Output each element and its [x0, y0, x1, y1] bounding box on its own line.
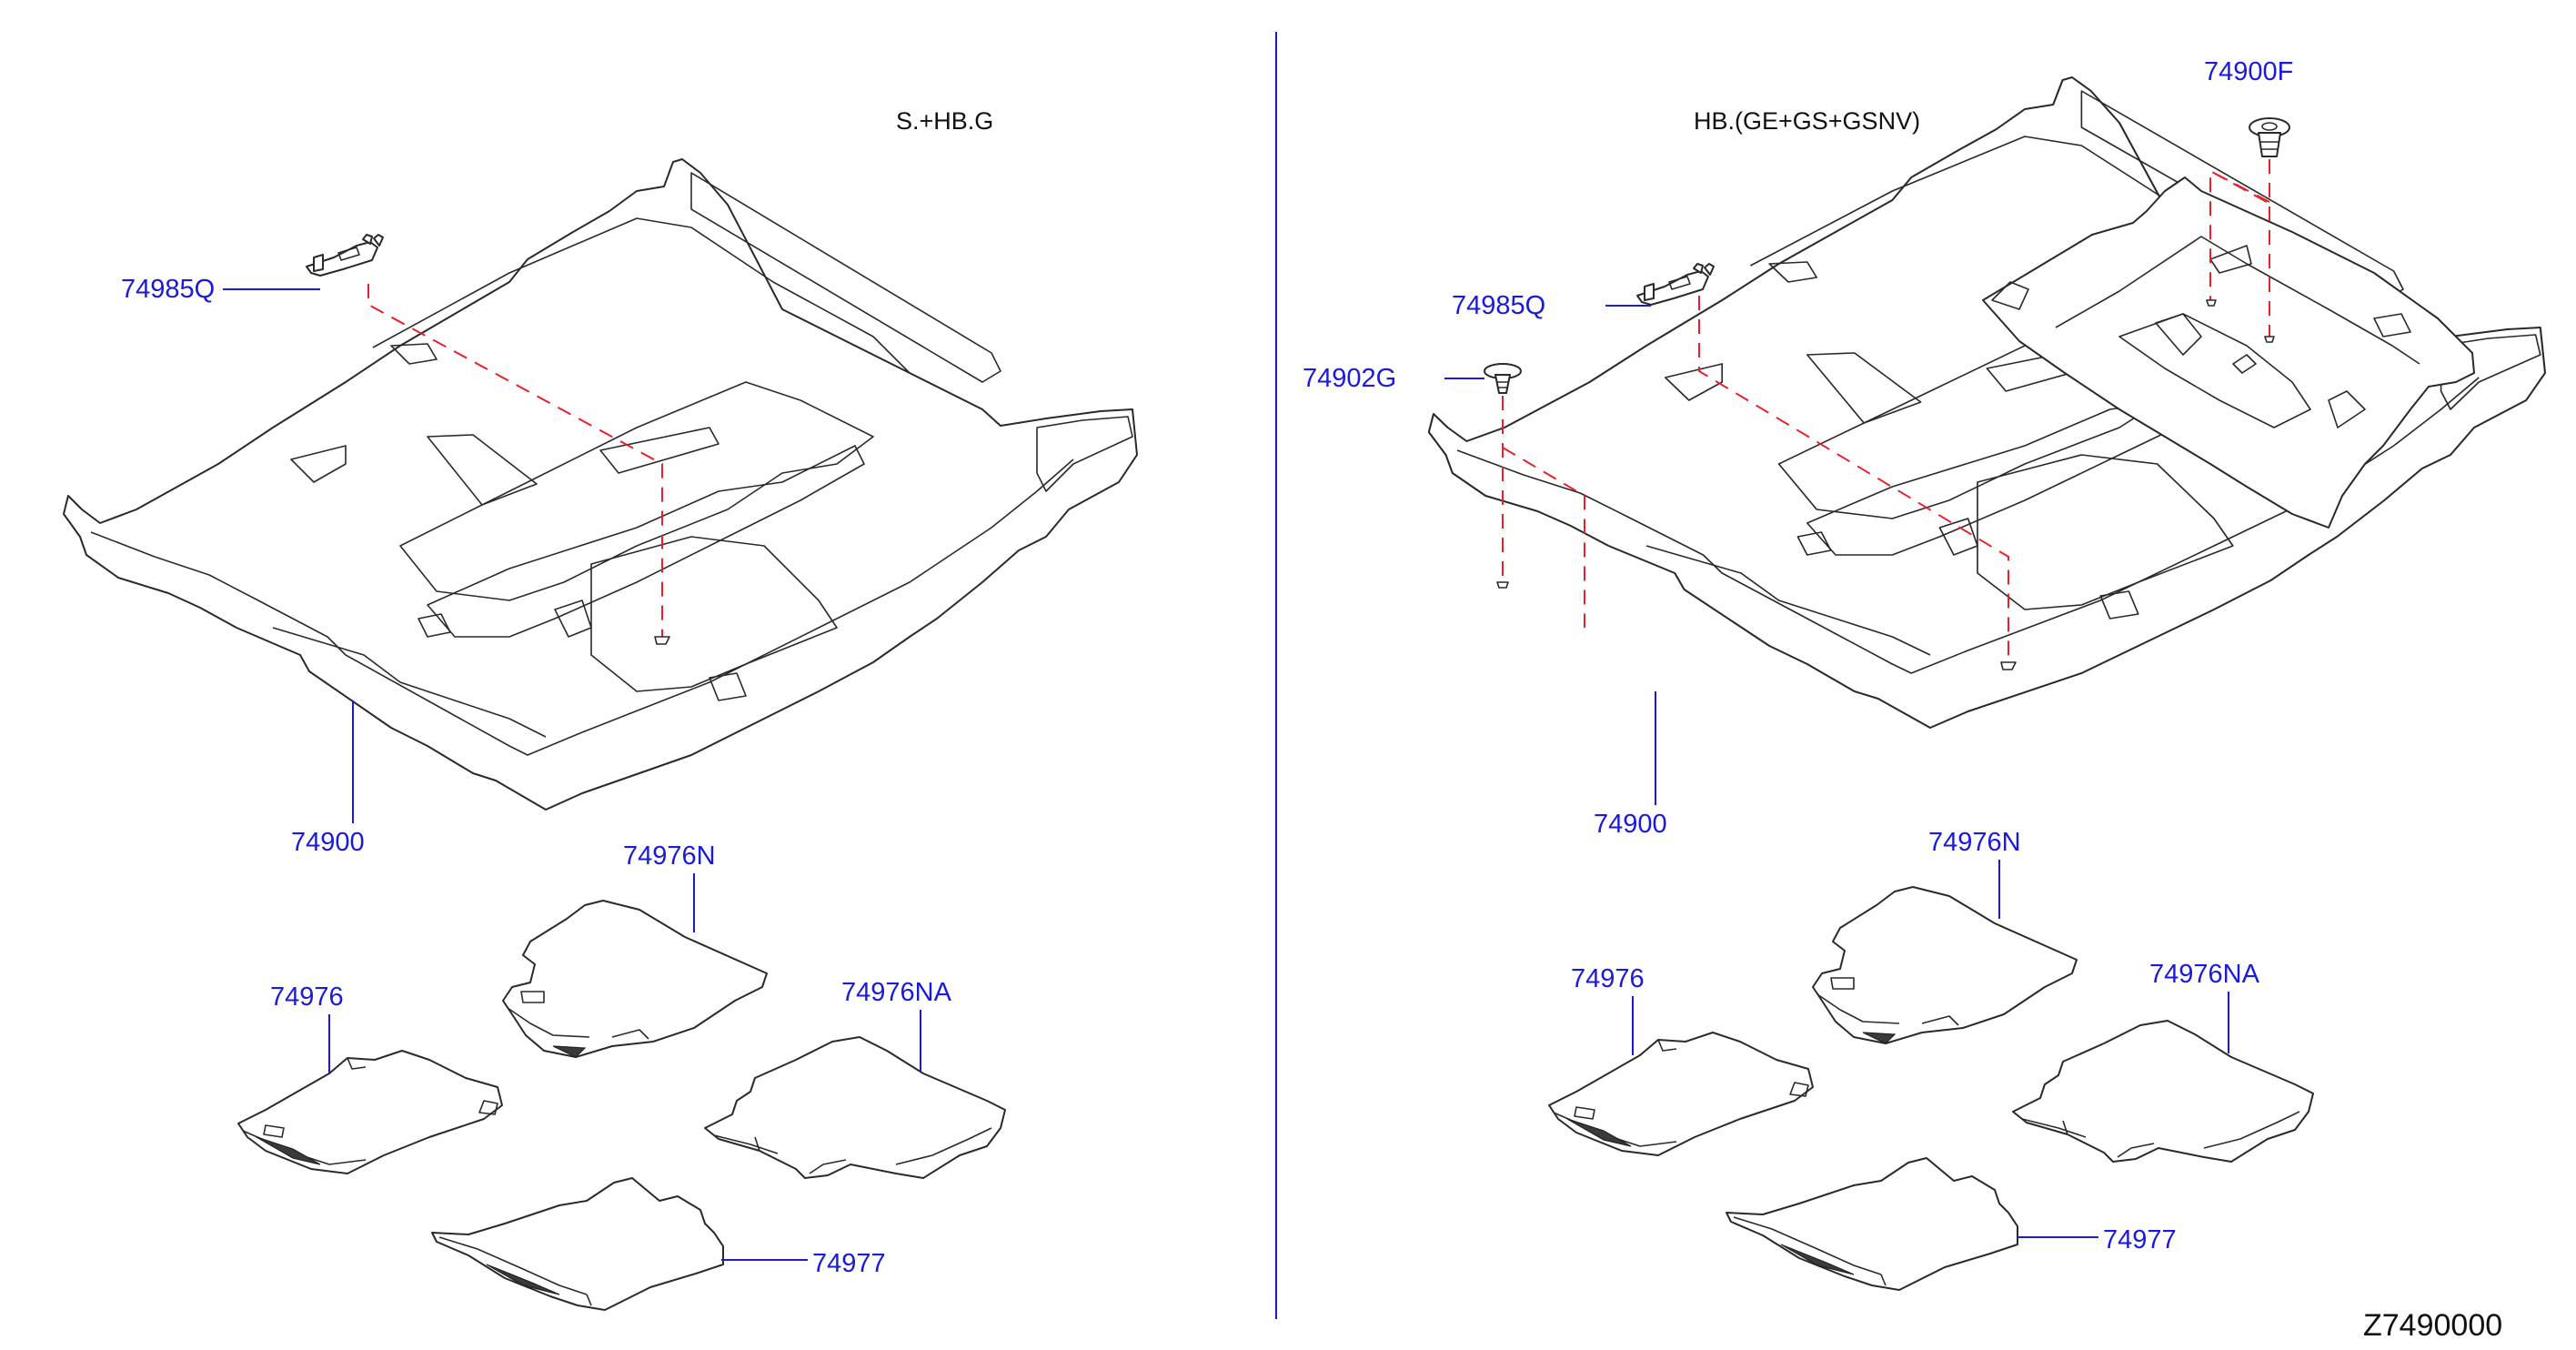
left-variant-title: S.+HB.G: [896, 107, 993, 135]
right-grommet-hole-b: [2264, 336, 2275, 343]
diagram-code: Z7490000: [2363, 1308, 2502, 1343]
right-phantom-grommet: [2209, 159, 2270, 337]
left-mat-74976: [237, 1050, 503, 1174]
right-fastener-hole: [1496, 581, 1509, 589]
right-floor-carpet: [1427, 76, 2547, 730]
left-label-74976: 74976: [270, 982, 344, 1012]
right-label-74900: 74900: [1594, 810, 1667, 839]
right-phantom-clip: [1698, 296, 2009, 662]
left-phantom-clip: [367, 284, 663, 637]
right-mat-74976na: [2012, 1020, 2314, 1163]
right-mat-74977: [1726, 1157, 2018, 1291]
right-label-74900f: 74900F: [2204, 57, 2293, 86]
right-label-74976: 74976: [1571, 964, 1645, 993]
right-label-74902g: 74902G: [1303, 364, 1396, 393]
left-label-74976n: 74976N: [623, 841, 716, 871]
right-variant-title: HB.(GE+GS+GSNV): [1694, 107, 1920, 135]
left-label-74977: 74977: [812, 1249, 886, 1278]
left-mat-74976n: [502, 900, 768, 1058]
right-grommet-hole-a: [2206, 299, 2217, 307]
left-label-74976na: 74976NA: [841, 978, 952, 1007]
right-fastener-part: [1484, 363, 1522, 394]
right-grommet-part: [2249, 117, 2290, 157]
right-label-74976n: 74976N: [1928, 828, 2021, 857]
left-clip-part: [306, 234, 384, 277]
right-clip-hole: [2000, 661, 2017, 670]
left-label-74900: 74900: [291, 828, 365, 857]
right-mat-74976n: [1812, 886, 2078, 1044]
left-label-74985q: 74985Q: [121, 275, 215, 304]
right-label-74976na: 74976NA: [2149, 960, 2260, 989]
left-floor-carpet: [63, 158, 1138, 811]
right-phantom-fastener: [1502, 396, 1585, 628]
left-mat-74976na: [704, 1036, 1006, 1179]
left-mat-74977: [431, 1177, 724, 1311]
left-clip-hole: [654, 636, 670, 645]
right-clip-part: [1636, 263, 1715, 306]
right-mat-74976: [1548, 1032, 1814, 1156]
right-label-74977: 74977: [2103, 1225, 2177, 1254]
right-label-74985q: 74985Q: [1452, 291, 1545, 320]
